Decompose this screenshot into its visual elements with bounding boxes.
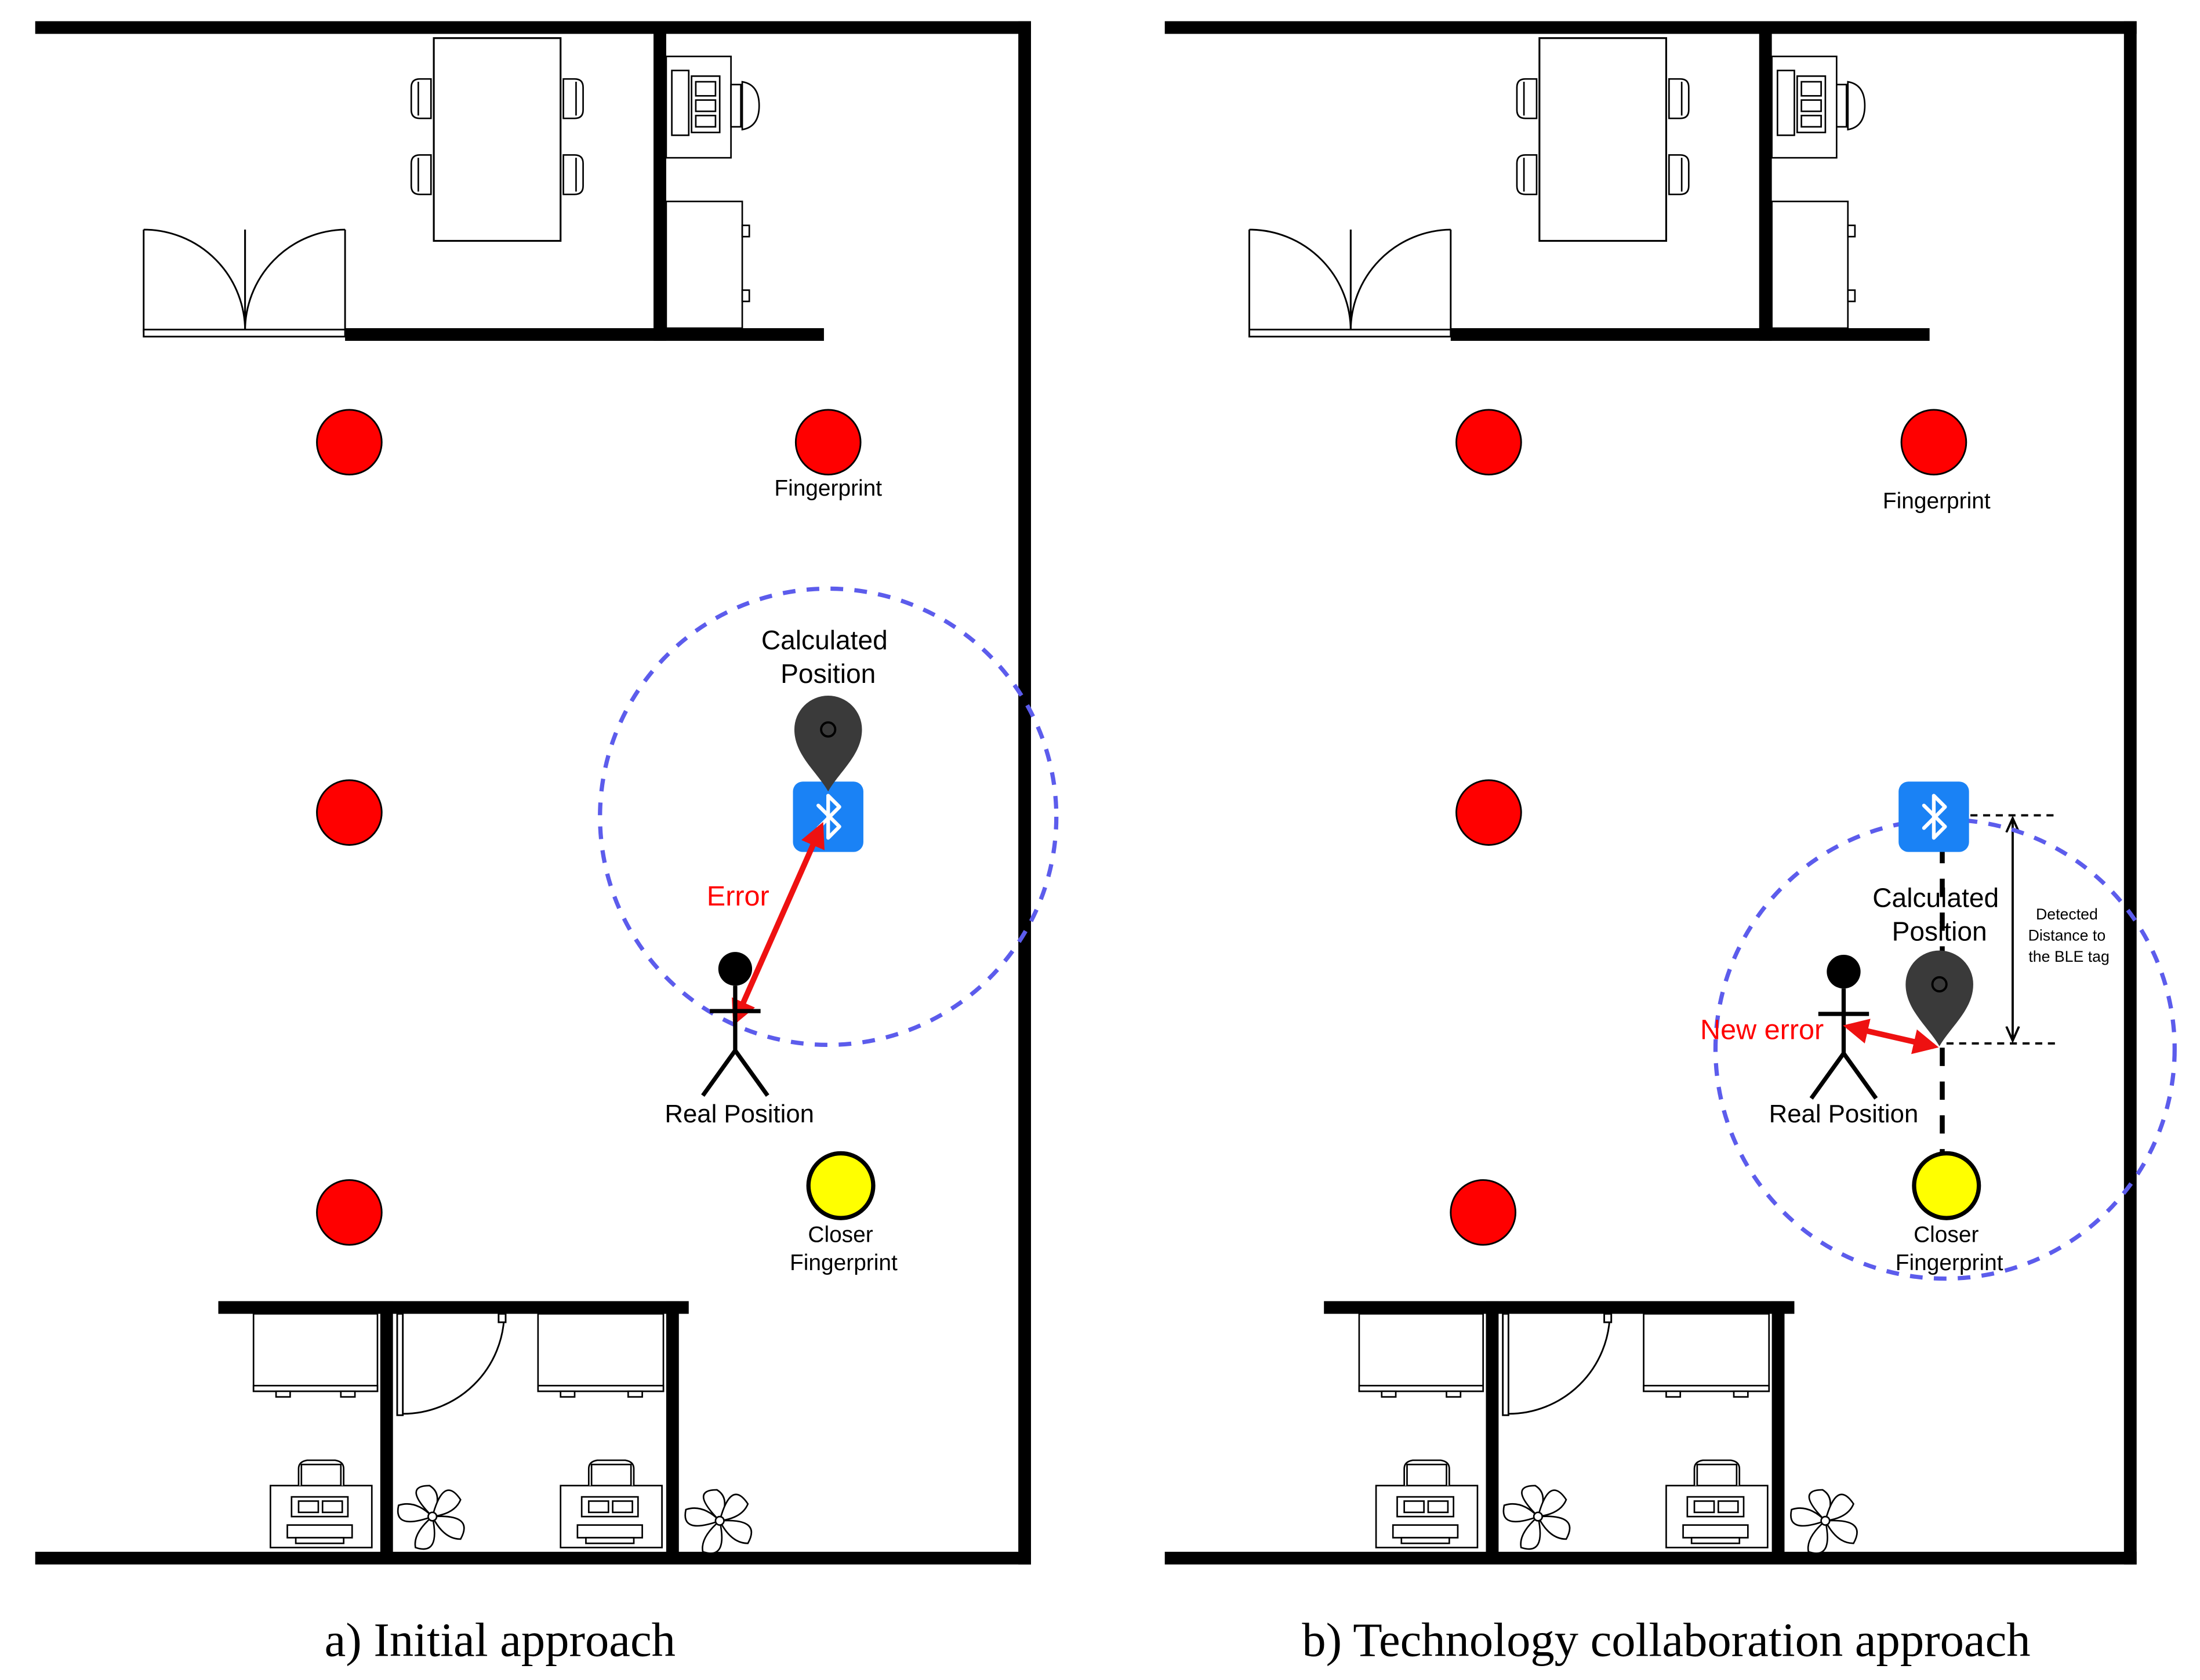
caption-a: a) Initial approach [325, 1613, 676, 1667]
detected-distance-label: Detected Distance to the BLE tag [2028, 906, 2110, 965]
fingerprint-label: Fingerprint [1883, 489, 1991, 514]
calculated-position-label: Calculated Position [1872, 882, 2006, 946]
fingerprint-icon [316, 409, 862, 1246]
panel-b: Fingerprint Detected Distance to the BLE… [1164, 21, 2177, 1667]
new-error-arrow [1843, 1019, 1939, 1054]
closer-fingerprint-label: Closer Fingerprint [790, 1222, 898, 1275]
fingerprint-label: Fingerprint [774, 476, 882, 501]
closer-fingerprint-icon [1912, 1151, 1981, 1220]
floor-plan-walls [35, 21, 1031, 1565]
fingerprint-icon [1450, 409, 1967, 1246]
new-error-label: New error [1700, 1014, 1824, 1046]
office-furniture [1248, 24, 1931, 342]
real-position-label: Real Position [1769, 1100, 1919, 1128]
floor-plan-walls [1164, 21, 2137, 1565]
bluetooth-icon [793, 781, 863, 852]
office-furniture [143, 24, 825, 342]
error-arrow [732, 821, 825, 1026]
caption-b: b) Technology collaboration approach [1302, 1613, 2030, 1667]
office-furniture-bottom [1324, 1301, 1857, 1563]
panel-a: Fingerprint Calculated Position Error Re… [35, 21, 1059, 1667]
bluetooth-icon [1898, 781, 1969, 852]
location-pin-icon [793, 694, 863, 793]
closer-fingerprint-icon [806, 1151, 876, 1220]
real-position-label: Real Position [665, 1100, 814, 1128]
error-label: Error [707, 881, 769, 912]
uncertainty-circle [598, 586, 1059, 1048]
calculated-position-label: Calculated Position [761, 625, 895, 689]
location-pin-icon [1904, 949, 1974, 1048]
office-furniture-bottom [218, 1301, 751, 1563]
closer-fingerprint-label: Closer Fingerprint [1896, 1222, 2003, 1275]
